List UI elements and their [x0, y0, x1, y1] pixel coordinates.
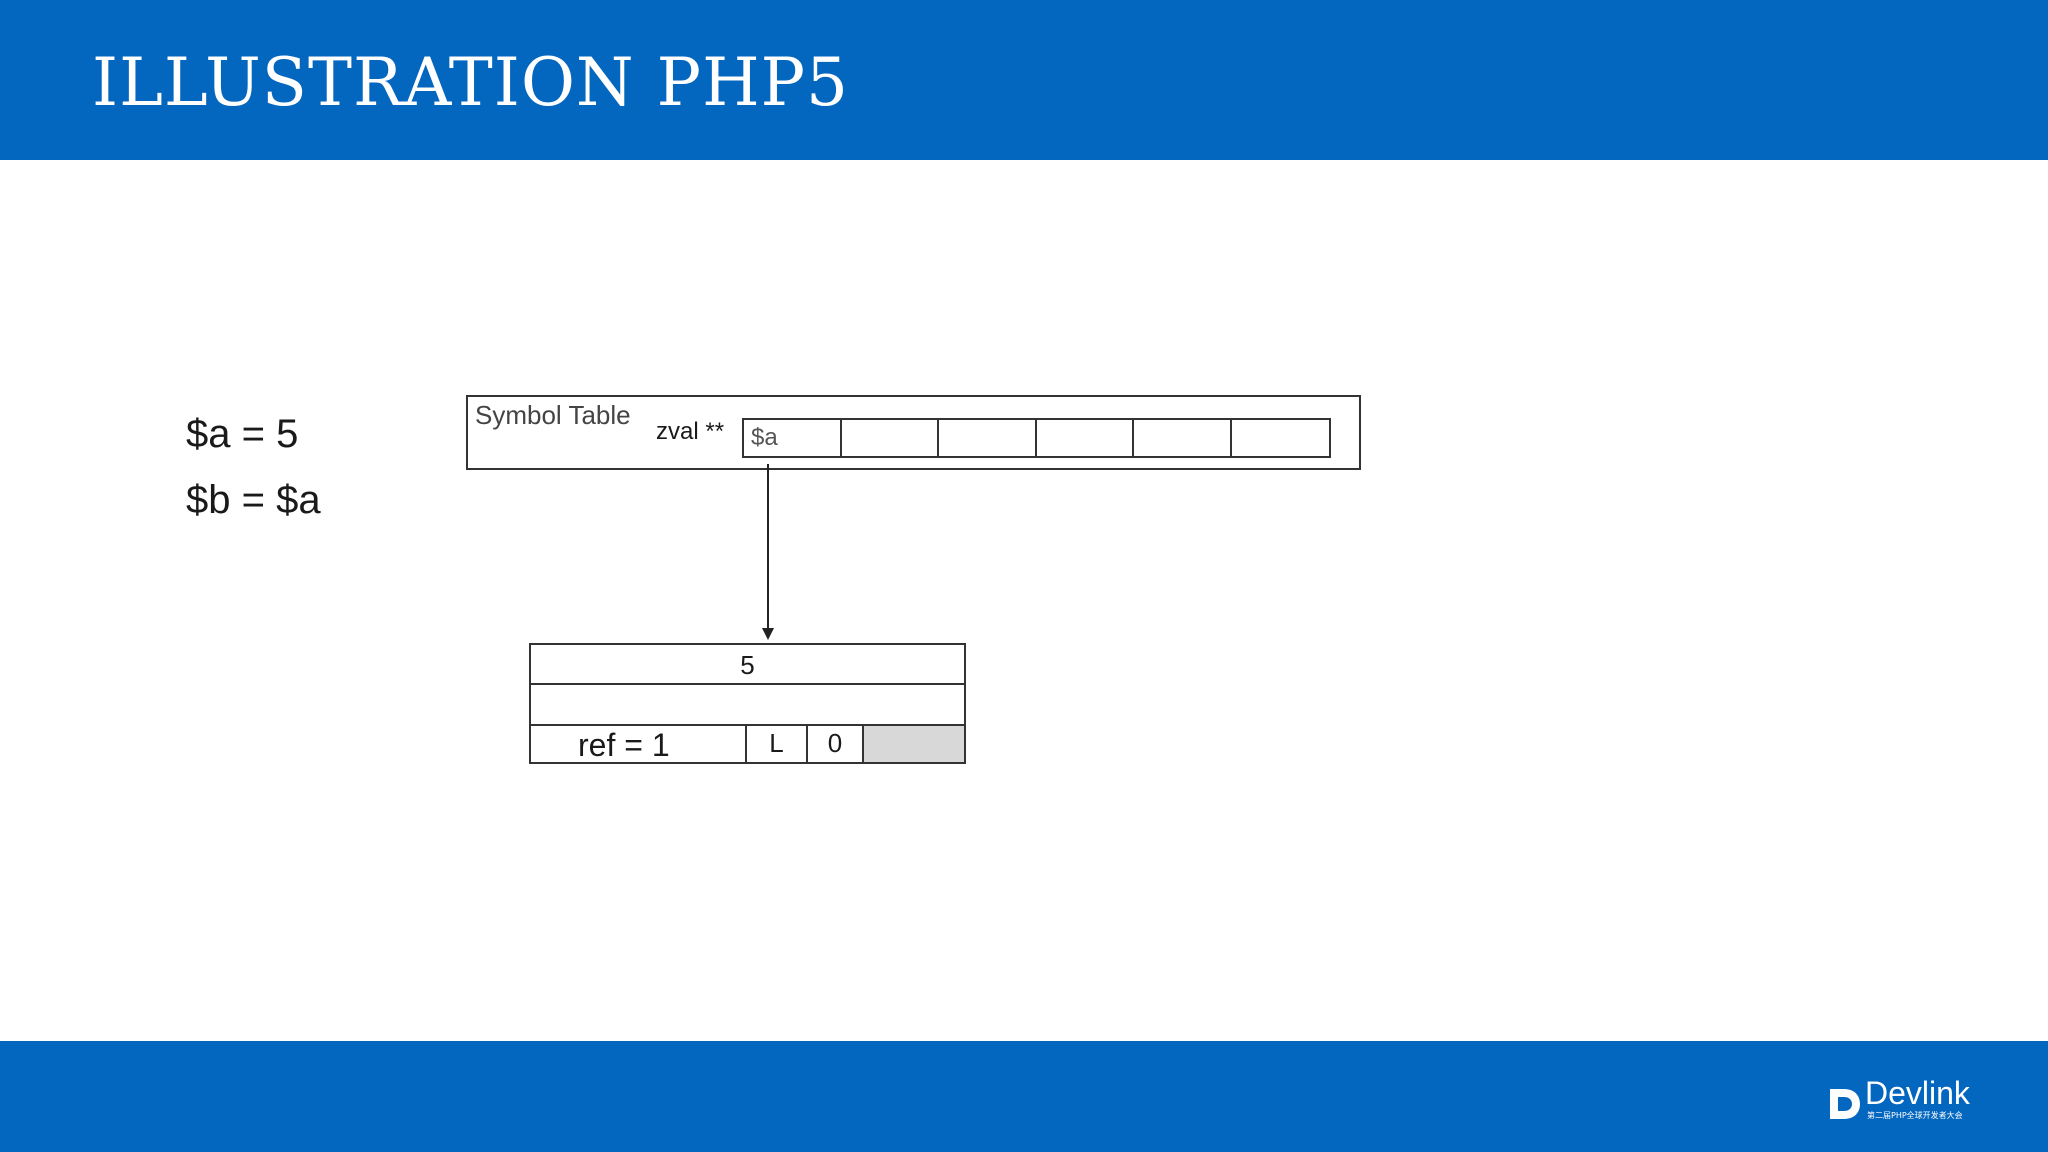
zval-refcount: ref = 1: [531, 726, 747, 763]
slide-title: ILLUSTRATION PHP5: [92, 44, 850, 121]
symbol-table-slots: $a: [742, 418, 1331, 458]
devlink-logo: Devlink 第二届PHP全球开发者大会: [1828, 1077, 1988, 1123]
zval-type-cell: [864, 726, 964, 762]
symbol-slot: [1134, 420, 1232, 456]
logo-subtitle: 第二届PHP全球开发者大会: [1867, 1111, 1963, 1120]
footer-bar: Devlink 第二届PHP全球开发者大会: [0, 1041, 2048, 1152]
symbol-slot-a: $a: [744, 420, 842, 456]
symbol-slot: [939, 420, 1037, 456]
zval-meta-row: ref = 1 L 0: [531, 726, 964, 763]
code-line-1: $a = 5: [186, 412, 299, 456]
zval-struct: 5 ref = 1 L 0: [529, 643, 966, 764]
zval-empty-row: [531, 685, 964, 726]
zval-is-ref-value: 0: [808, 726, 864, 762]
devlink-d-icon: [1830, 1089, 1860, 1119]
zval-is-ref-label: L: [747, 726, 808, 762]
symbol-slot: [1037, 420, 1134, 456]
symbol-table: Symbol Table zval ** $a: [466, 395, 1361, 470]
zval-pointer-label: zval **: [656, 418, 725, 445]
symbol-table-label: Symbol Table: [475, 400, 631, 430]
zval-value: 5: [531, 645, 964, 685]
logo-text: Devlink: [1865, 1075, 1970, 1111]
symbol-slot: [842, 420, 939, 456]
symbol-slot: [1232, 420, 1330, 456]
code-line-2: $b = $a: [186, 478, 321, 522]
header-bar: ILLUSTRATION PHP5: [0, 0, 2048, 160]
